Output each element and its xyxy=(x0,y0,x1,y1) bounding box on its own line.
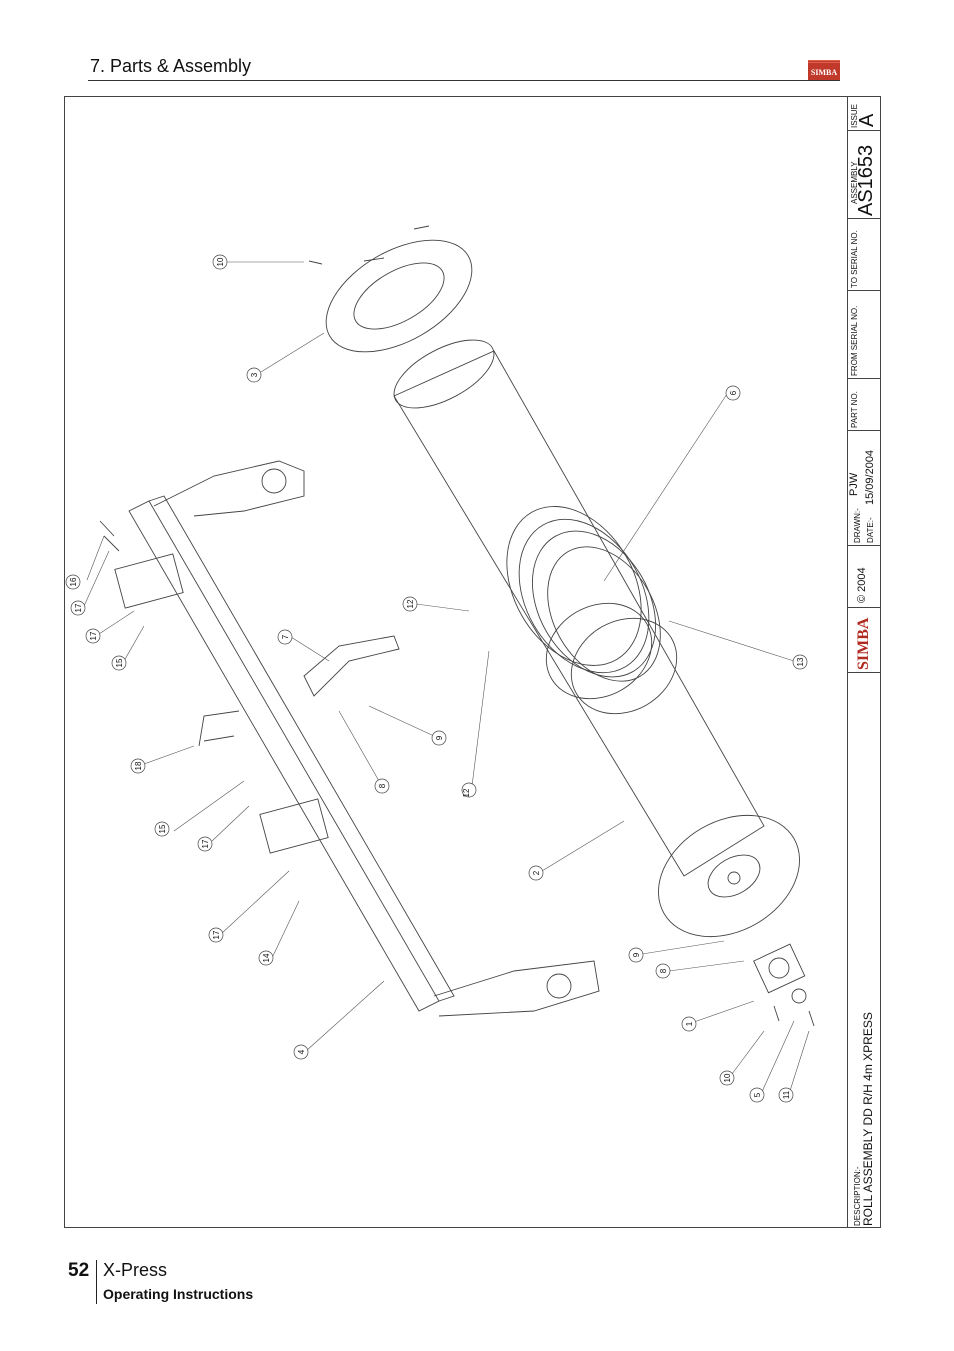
title-divider xyxy=(847,290,881,291)
balloon-item: 9 xyxy=(628,947,644,963)
drawn-value: PJW xyxy=(848,472,860,496)
roller-tube xyxy=(393,339,765,877)
hook-18 xyxy=(198,710,240,747)
drawing-frame xyxy=(64,96,881,1228)
svg-text:17: 17 xyxy=(74,603,83,612)
balloon-item: 4 xyxy=(293,1044,309,1060)
document-subtitle: Operating Instructions xyxy=(103,1286,254,1302)
end-plate-lower xyxy=(658,814,800,938)
description-value: ROLL ASSEMBLY DD R/H 4m XPRESS xyxy=(861,1012,875,1226)
balloon-item: 11 xyxy=(778,1087,794,1103)
balloon-item: 17 xyxy=(85,628,101,644)
balloon-item: 10 xyxy=(212,254,228,270)
svg-text:15: 15 xyxy=(158,824,167,833)
svg-text:2: 2 xyxy=(532,870,541,875)
page-number: 52 xyxy=(68,1260,90,1281)
issue-value: A xyxy=(856,113,878,127)
balloon-item: 2 xyxy=(528,865,544,881)
balloon-item: 15 xyxy=(154,821,170,837)
svg-text:8: 8 xyxy=(378,783,387,788)
svg-text:10: 10 xyxy=(723,1073,732,1082)
title-divider xyxy=(847,545,881,546)
date-value: 15/09/2004 xyxy=(864,449,876,505)
balloon-item: 1 xyxy=(681,1016,697,1032)
title-divider xyxy=(847,218,881,219)
section-title: 7. Parts & Assembly xyxy=(90,56,252,76)
balloon-item: 14 xyxy=(258,950,274,966)
svg-text:10: 10 xyxy=(216,257,225,266)
balloon-item: 17 xyxy=(208,927,224,943)
svg-text:17: 17 xyxy=(89,631,98,640)
svg-text:14: 14 xyxy=(262,953,271,962)
to-serial-label: TO SERIAL NO. xyxy=(850,230,859,288)
svg-text:3: 3 xyxy=(250,372,259,377)
balloon-item: 18 xyxy=(130,758,146,774)
from-serial-label: FROM SERIAL NO. xyxy=(850,305,859,376)
part-no-label: PART NO. xyxy=(850,391,859,428)
exploded-assembly-drawing: 10 3 6 16 17 17 15 12 7 13 9 8 18 12 15 … xyxy=(65,225,815,1103)
balloon-item: 7 xyxy=(277,629,293,645)
svg-text:12: 12 xyxy=(462,788,471,797)
balloon-item: 17 xyxy=(197,836,213,852)
balloon-item: 5 xyxy=(749,1087,765,1103)
svg-text:12: 12 xyxy=(406,599,415,608)
balloon-item: 12 xyxy=(402,596,418,612)
product-name: X-Press xyxy=(103,1260,168,1280)
main-frame-beam xyxy=(114,460,600,1017)
svg-text:1: 1 xyxy=(685,1021,694,1026)
balloon-item: 8 xyxy=(374,778,390,794)
title-divider xyxy=(847,430,881,431)
svg-text:15: 15 xyxy=(115,658,124,667)
bearing-housing xyxy=(753,943,807,1004)
svg-text:17: 17 xyxy=(212,930,221,939)
title-divider xyxy=(847,672,881,673)
title-divider xyxy=(847,378,881,379)
svg-text:17: 17 xyxy=(201,839,210,848)
copyright: © 2004 xyxy=(856,567,868,603)
svg-text:4: 4 xyxy=(297,1049,306,1054)
balloon-item: 6 xyxy=(725,385,741,401)
svg-text:8: 8 xyxy=(659,968,668,973)
svg-text:13: 13 xyxy=(796,657,805,666)
balloon-item: 10 xyxy=(719,1070,735,1086)
svg-text:7: 7 xyxy=(281,634,290,639)
svg-text:16: 16 xyxy=(69,577,78,586)
title-divider xyxy=(847,130,881,131)
balloon-item: 9 xyxy=(431,730,447,746)
title-block xyxy=(847,96,881,1228)
simba-logo: SIMBA xyxy=(808,60,840,81)
balloon-item: 13 xyxy=(792,654,808,670)
svg-text:5: 5 xyxy=(753,1092,762,1097)
title-block-logo: SIMBA xyxy=(855,617,872,670)
balloon-item: 3 xyxy=(246,367,262,383)
svg-text:6: 6 xyxy=(729,390,738,395)
svg-text:9: 9 xyxy=(435,735,444,740)
balloon-item: 16 xyxy=(65,574,81,590)
header-rule xyxy=(88,80,840,81)
footer-divider xyxy=(96,1260,97,1304)
drawn-label: DRAWN:- xyxy=(853,508,862,543)
balloon-item: 15 xyxy=(111,655,127,671)
balloon-item: 12 xyxy=(461,782,477,797)
assembly-value: AS1653 xyxy=(855,144,877,216)
date-label: DATE:- xyxy=(866,517,875,543)
bracket-7 xyxy=(303,635,400,697)
end-plate-upper xyxy=(325,239,473,353)
svg-text:11: 11 xyxy=(782,1090,791,1099)
balloon-item: 17 xyxy=(70,600,86,616)
title-divider xyxy=(847,607,881,608)
balloon-item: 8 xyxy=(655,963,671,979)
ring-assembly xyxy=(506,506,678,715)
svg-text:18: 18 xyxy=(134,761,143,770)
svg-text:9: 9 xyxy=(632,952,641,957)
